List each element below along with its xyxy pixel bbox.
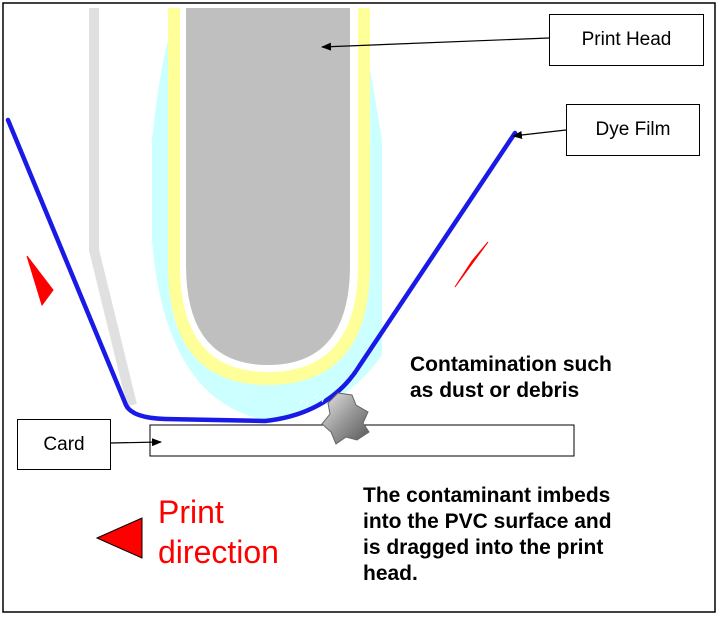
- contamination-note-line: Contamination such: [410, 353, 612, 376]
- film-motion-arrow-left: [26, 255, 54, 307]
- contaminant-note: The contaminant imbeds into the PVC surf…: [363, 483, 612, 587]
- film-guide: [89, 8, 137, 407]
- contaminant-note-line: head.: [363, 562, 418, 585]
- dye-film-label: Dye Film: [566, 104, 700, 156]
- contaminant-note-line: is dragged into the print: [363, 536, 604, 559]
- contamination-note-line: as dust or debris: [410, 379, 580, 402]
- print-head-label-text: Print Head: [581, 29, 672, 50]
- contaminant-note-line: The contaminant imbeds: [363, 484, 611, 507]
- card-label: Card: [17, 419, 111, 470]
- print-direction-line: direction: [158, 534, 279, 570]
- print-head-leader: [321, 37, 550, 51]
- print-head: [186, 8, 350, 365]
- contaminant-note-line: into the PVC surface and: [363, 510, 612, 533]
- print-direction-arrow: [95, 517, 143, 559]
- contamination-note: Contamination such as dust or debris: [410, 352, 612, 404]
- print-head-label: Print Head: [549, 14, 704, 66]
- contaminant: [321, 392, 370, 445]
- debris-trail: [299, 394, 325, 407]
- dye-film-leader: [512, 129, 567, 139]
- card-leader: [109, 438, 162, 447]
- dye-film: [5, 117, 518, 424]
- film-motion-arrow-right: [454, 241, 489, 288]
- print-direction-label: Print direction: [158, 492, 279, 572]
- dye-film-label-text: Dye Film: [595, 119, 671, 140]
- print-direction-line: Print: [158, 494, 224, 530]
- card-label-text: Card: [43, 433, 85, 455]
